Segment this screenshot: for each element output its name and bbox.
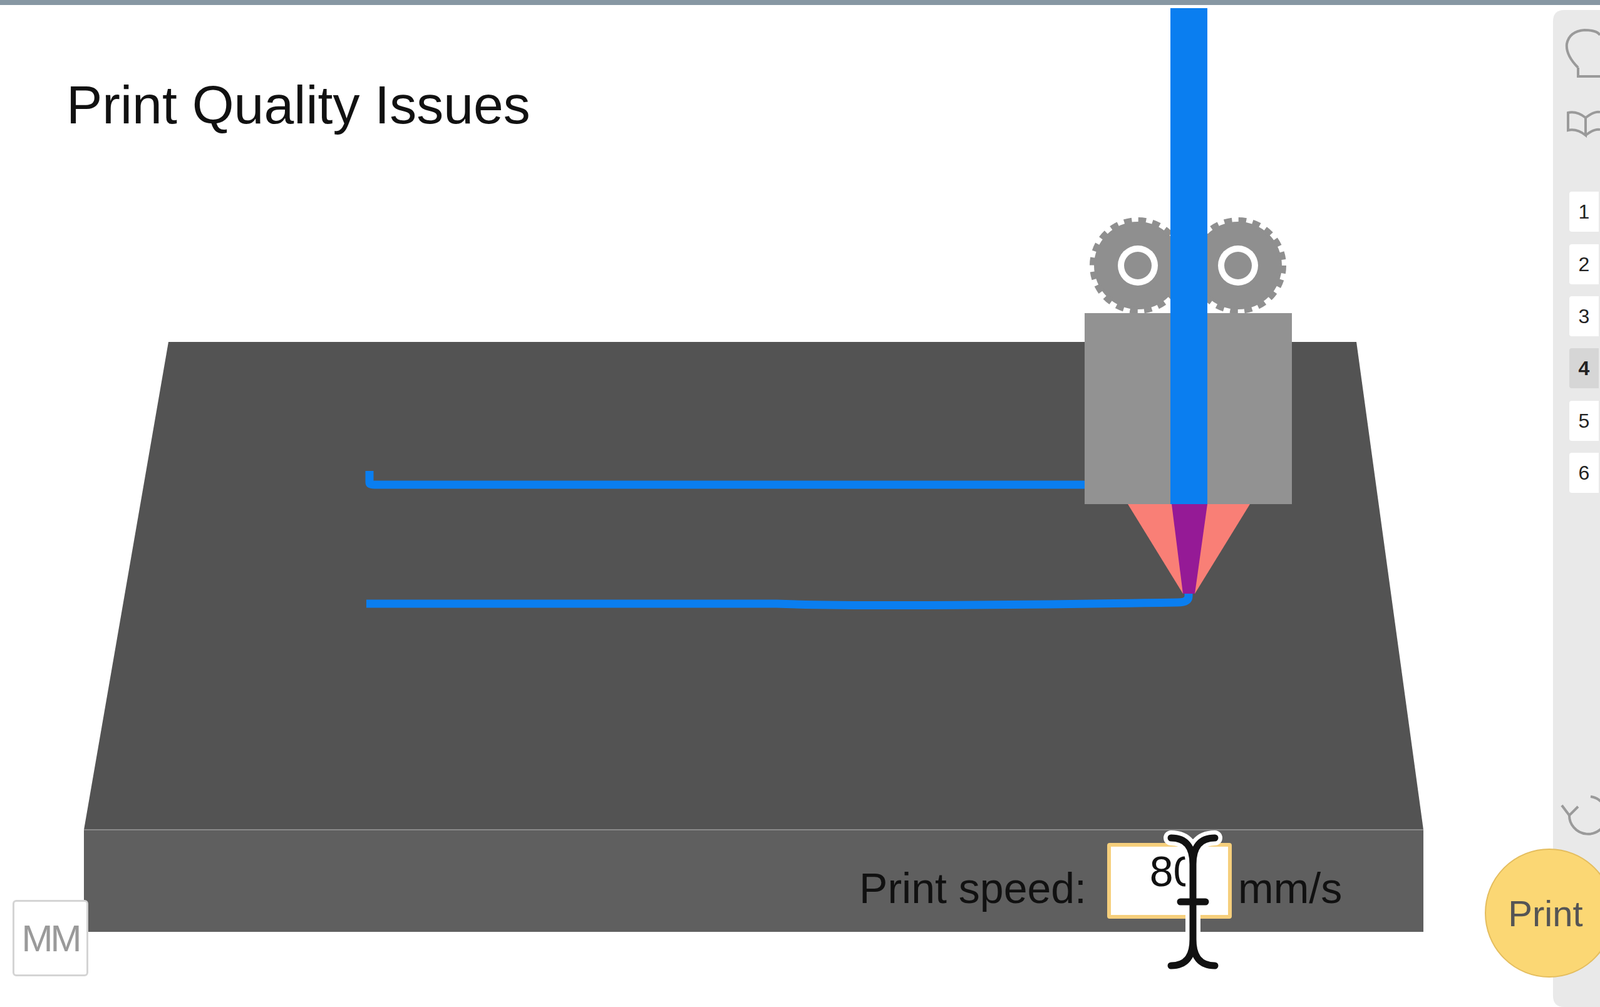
hot-end-nozzle	[1127, 504, 1250, 594]
reset-icon	[1561, 796, 1600, 835]
page-tab: 3	[1569, 296, 1599, 337]
page-tab-text: 5	[1578, 409, 1590, 433]
printed-line	[366, 592, 1189, 606]
page-tab-text: 6	[1578, 461, 1590, 485]
page-tab-text: 3	[1578, 304, 1590, 329]
print-button-text: Print	[1507, 892, 1583, 935]
logo-text: MM	[21, 916, 80, 960]
drive-gear	[1094, 221, 1182, 310]
logo: MM	[12, 899, 89, 977]
speed-input-text: 80	[1149, 846, 1198, 896]
printed-line	[369, 470, 1090, 485]
page-tab: 2	[1569, 244, 1599, 285]
book-icon	[1568, 112, 1600, 136]
page-tab-text: 2	[1578, 252, 1590, 277]
bed-edge	[83, 829, 1424, 831]
page-tab: 6	[1569, 452, 1599, 493]
page-tab: 4	[1569, 348, 1599, 389]
molten-filament	[1171, 504, 1208, 594]
speed-input: 80	[1107, 842, 1232, 919]
top-bar	[0, 0, 1600, 6]
print-bed-front	[83, 829, 1424, 932]
page-tab: 1	[1569, 191, 1599, 232]
bulb-icon	[1566, 30, 1600, 77]
page-tab-text: 4	[1578, 356, 1590, 381]
unit-label: mm/s	[1238, 863, 1342, 913]
page-title: Print Quality Issues	[66, 73, 531, 136]
page-tab: 5	[1569, 400, 1599, 441]
print-button-shape	[1485, 849, 1600, 977]
filament	[1170, 8, 1208, 505]
field-label: Print speed:	[859, 863, 1087, 913]
page-tab-text: 1	[1578, 200, 1590, 224]
print-button: Print	[1492, 882, 1599, 944]
i-beam-cursor	[1171, 837, 1215, 966]
